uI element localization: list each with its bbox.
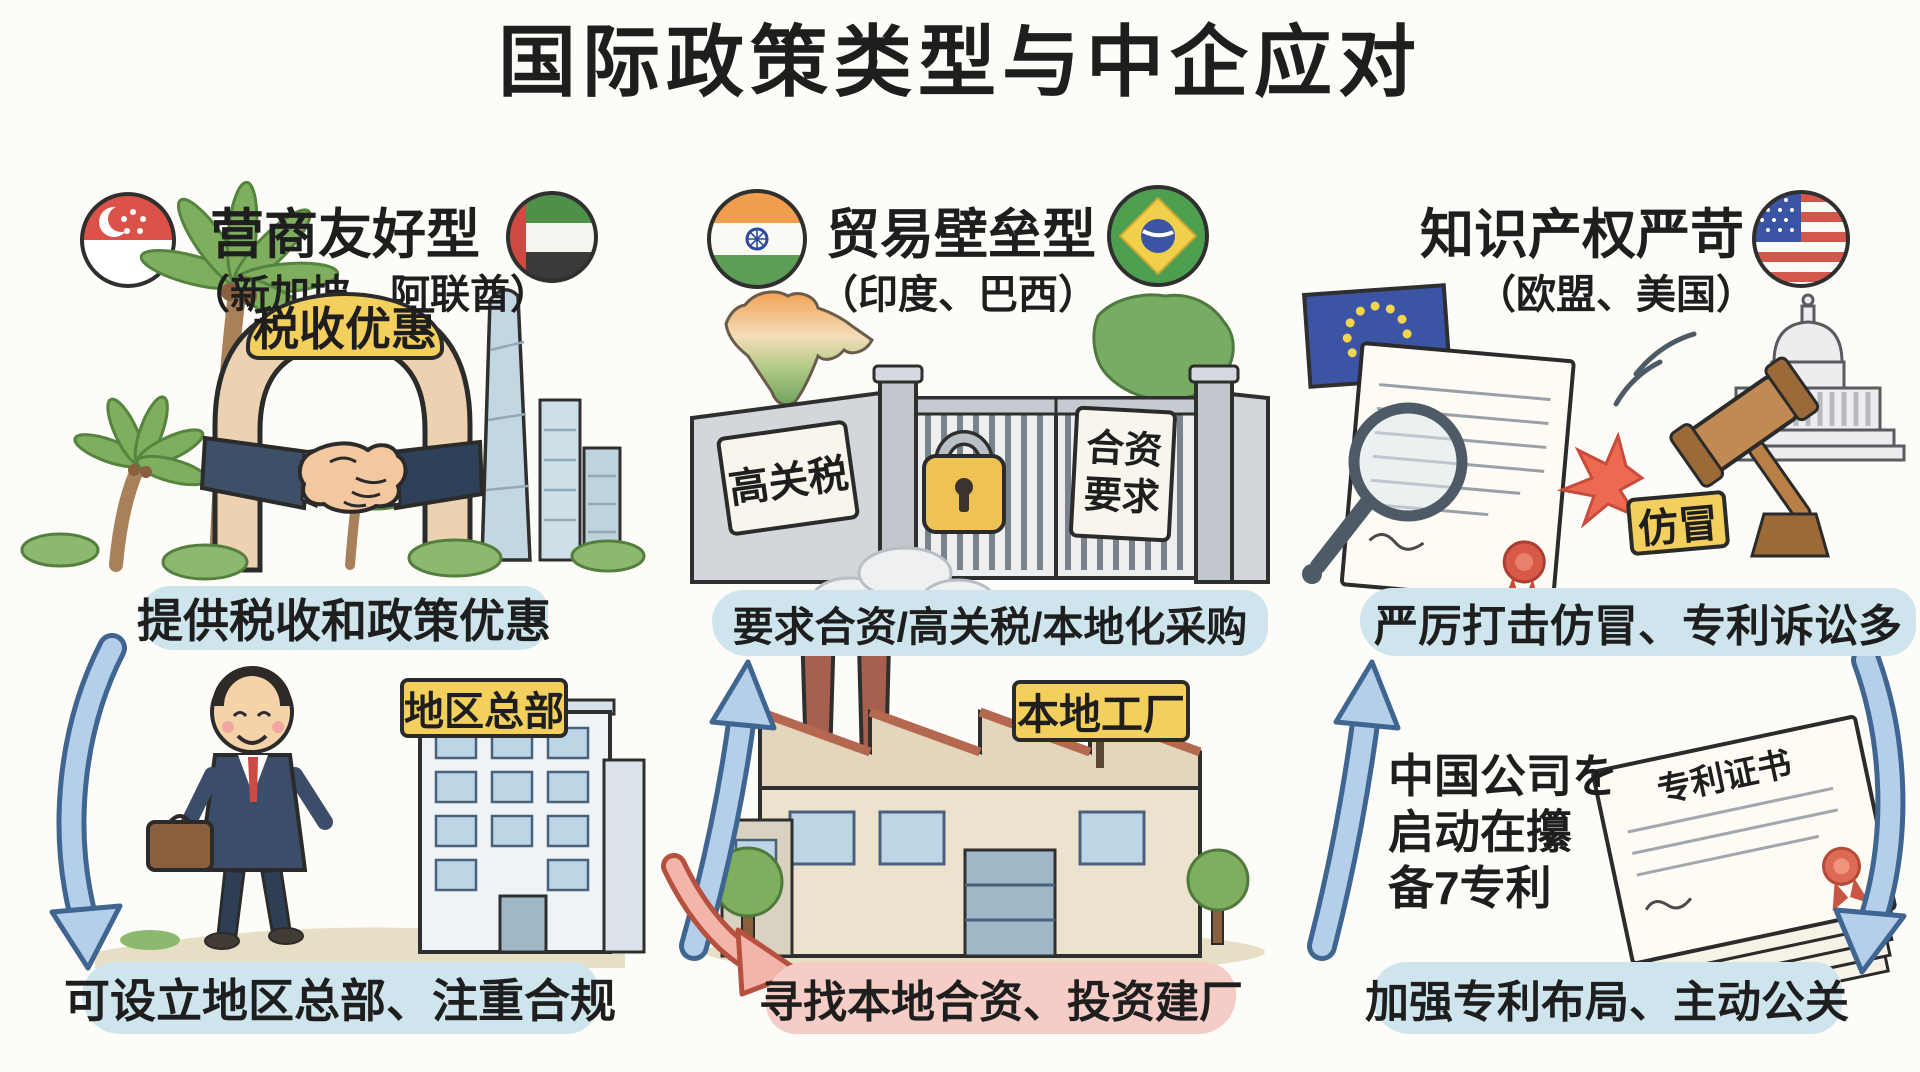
column3-response-caption: 加强专利布局、主动公关	[1365, 962, 1849, 1034]
column2-policy-caption: 要求合资/高关税/本地化采购	[712, 590, 1268, 656]
tax-incentive-banner: 税收优惠	[246, 292, 444, 360]
skyscrapers	[480, 288, 622, 562]
column1-response-caption: 可设立地区总部、注重合规	[64, 962, 616, 1034]
high-tariff-sign: 高关税	[715, 419, 861, 537]
page-title: 国际政策类型与中企应对	[497, 18, 1422, 106]
arrow-down-left	[49, 633, 127, 971]
bushes	[20, 532, 646, 581]
china-company-note-line2: 启动在攥	[1388, 806, 1572, 859]
column1-header: 营商友好型	[210, 205, 480, 265]
column2-header: 贸易壁垒型	[826, 205, 1096, 265]
india-map	[724, 290, 874, 407]
column3-header: 知识产权严苛	[1420, 205, 1744, 265]
china-company-note: 中国公司を 启动在攥 备7专利	[1388, 748, 1638, 916]
uae-flag-icon	[506, 191, 598, 283]
india-flag-icon	[707, 189, 807, 289]
joint-venture-sign-line1: 合资	[1085, 426, 1164, 473]
china-company-note-line1: 中国公司を	[1388, 750, 1618, 802]
column3-policy-caption: 严厉打击仿冒、专利诉讼多	[1360, 588, 1916, 656]
joint-venture-sign-line2: 要求	[1082, 474, 1161, 520]
column2-response-caption: 寻找本地合资、投资建厂	[759, 962, 1243, 1034]
regional-hq-sign: 地区总部	[400, 678, 568, 738]
factory	[712, 546, 1250, 958]
column3-subtitle: （欧盟、美国）	[1476, 273, 1756, 317]
counterfeit-sign: 仿冒	[1625, 489, 1731, 557]
usa-flag-icon	[1752, 190, 1850, 288]
arrow-down-right	[1833, 645, 1907, 975]
local-factory-sign: 本地工厂	[1012, 680, 1190, 742]
padlock-icon	[922, 430, 1006, 534]
brazil-flag-icon	[1107, 185, 1209, 287]
arrow-up-col2-col3	[1307, 659, 1401, 961]
joint-venture-sign: 合资 要求	[1068, 405, 1178, 543]
china-company-note-line3: 备7专利	[1388, 862, 1552, 915]
column1-policy-caption: 提供税收和政策优惠	[137, 586, 551, 650]
magnifier-icon	[1302, 402, 1468, 584]
hq-building	[412, 698, 646, 954]
handshake-illustration	[199, 435, 485, 514]
column2-subtitle: （印度、巴西）	[818, 273, 1098, 317]
arrow-down-red	[661, 853, 803, 997]
businessman	[146, 666, 333, 950]
gavel-icon	[1613, 331, 1830, 558]
